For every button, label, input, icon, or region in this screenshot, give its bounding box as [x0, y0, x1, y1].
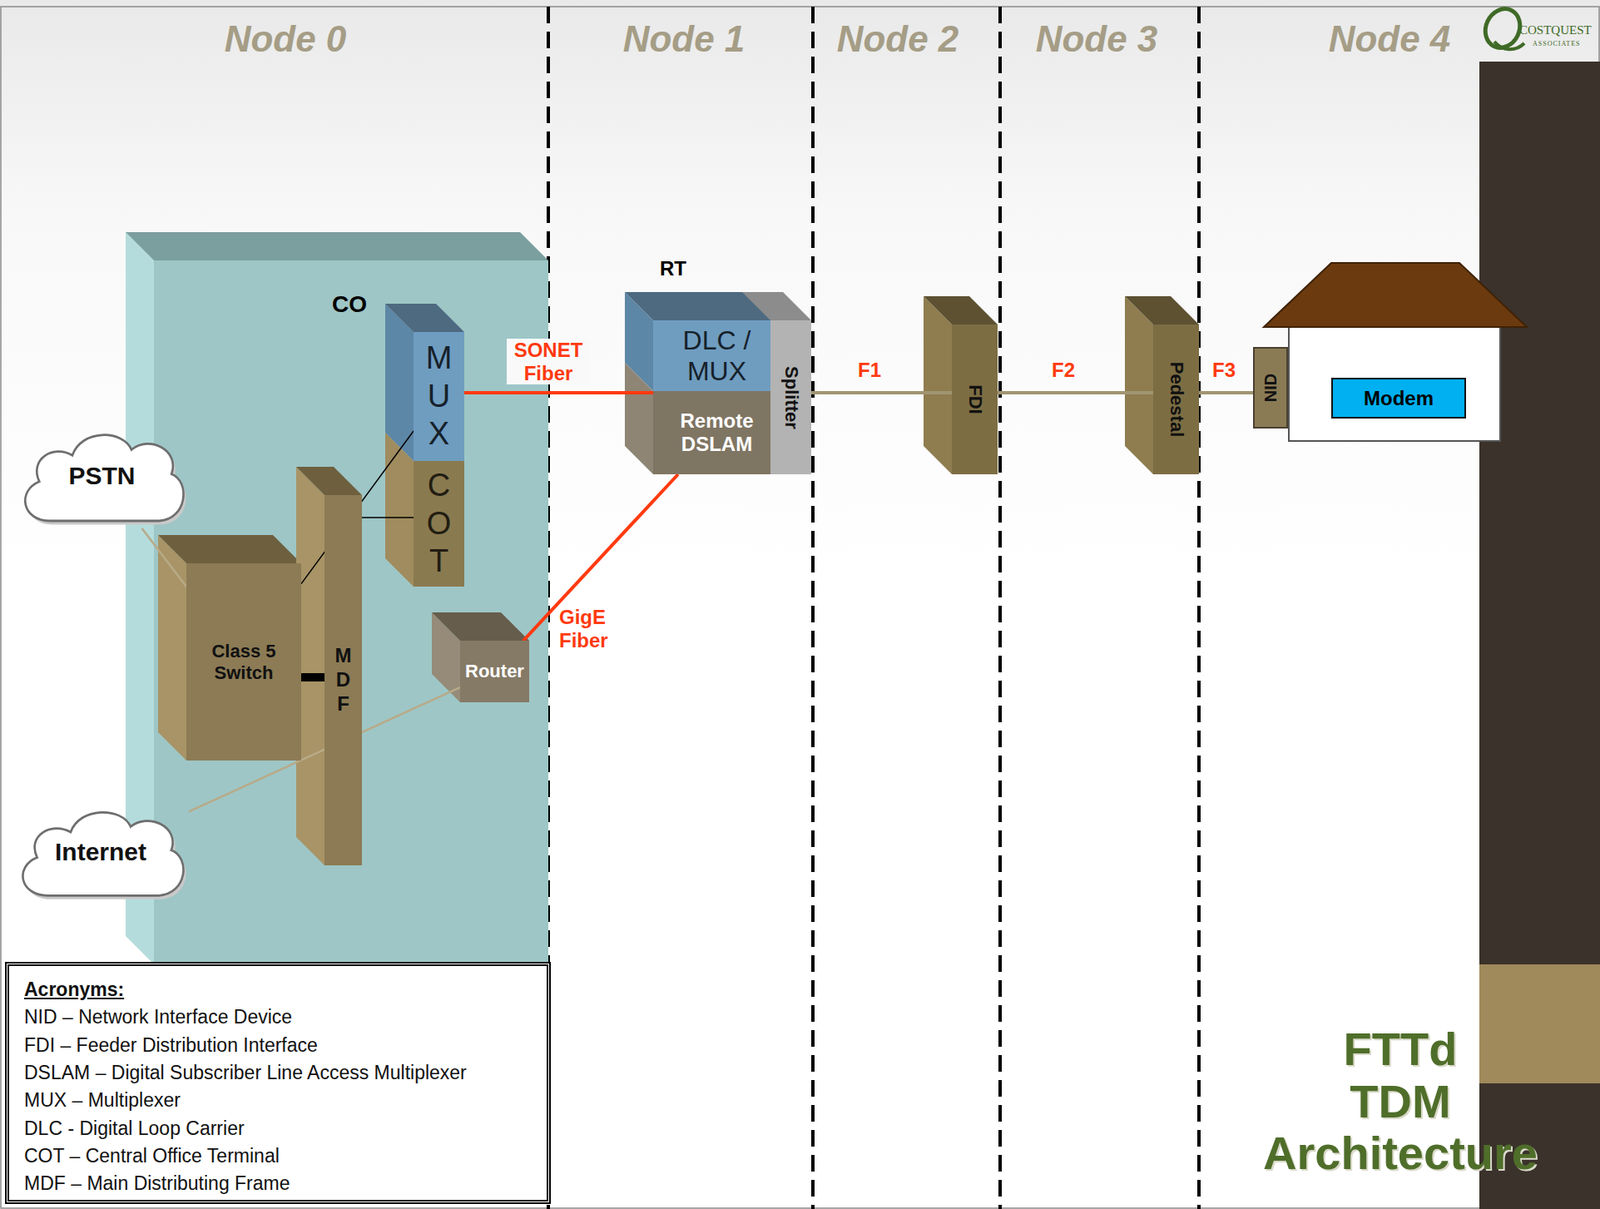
node-text: RT — [659, 257, 687, 281]
connector — [811, 391, 952, 395]
node-text: MUX — [423, 339, 456, 454]
column-heading: Node 3 — [1035, 18, 1159, 60]
box-top-face — [158, 534, 302, 564]
connector-label: F2 — [1046, 358, 1080, 382]
connector-label: F1 — [852, 358, 887, 382]
cloud-node: PSTN — [14, 423, 189, 529]
column-heading: Node 0 — [224, 18, 347, 60]
legend-heading: Acronyms: — [24, 975, 532, 1004]
divider-line — [998, 6, 1002, 1209]
connector — [142, 528, 187, 587]
side-bar-accent — [1479, 964, 1600, 1084]
house-wall — [1288, 326, 1501, 441]
logo-q — [1479, 3, 1527, 54]
equipment-box: MUX — [413, 331, 465, 461]
node-text: Modem — [1363, 386, 1434, 411]
box-top-face — [125, 232, 549, 261]
divider-line — [1197, 6, 1201, 1209]
node-text: COT — [423, 466, 456, 581]
box-side-face — [385, 432, 414, 587]
node-text: Router — [465, 660, 525, 682]
site-region: CO Class 5 Switch MDF MUX COT Router — [153, 260, 549, 965]
logo-text: ASSOCIATES — [1532, 39, 1581, 48]
box-top-face — [923, 296, 998, 325]
node-text: DLC / MUX — [653, 325, 781, 387]
acronym-line: DLC - Digital Loop Carrier — [24, 1114, 532, 1143]
house — [1263, 262, 1527, 441]
box-top-face — [385, 303, 465, 332]
site-region: RTDLC / MUXRemote DSLAMSplitter — [653, 320, 812, 475]
region-front — [153, 260, 549, 965]
cloud-outline — [22, 812, 184, 896]
acronym-box: Acronyms:NID – Network Interface DeviceF… — [4, 961, 551, 1204]
box-side-face — [1124, 296, 1154, 475]
equipment-box: Splitter — [770, 320, 812, 475]
node-text: FDI — [964, 384, 986, 414]
equipment-box: Router — [460, 640, 530, 703]
box-top-face — [742, 292, 812, 321]
connector — [464, 391, 654, 395]
equipment-box: Pedestal — [1153, 324, 1199, 475]
acronym-line: COT – Central Office Terminal — [24, 1142, 532, 1170]
connector — [1198, 391, 1254, 395]
node-text: Internet — [54, 837, 147, 867]
equipment-box: Class 5 Switch — [186, 563, 302, 761]
equipment-box: DLC / MUX — [653, 320, 781, 392]
box-side-face — [624, 362, 654, 475]
node-text: CO — [331, 291, 367, 318]
connector-label: SONET Fiber — [506, 338, 590, 385]
equipment-box: COT — [413, 460, 465, 587]
acronym-line: MDF – Main Distributing Frame — [24, 1169, 532, 1198]
column-heading: Node 4 — [1328, 18, 1452, 60]
divider-line — [811, 6, 815, 1209]
node-text: Remote DSLAM — [653, 409, 781, 456]
cloud-node: Internet — [12, 801, 189, 903]
connector — [361, 516, 414, 519]
node-dividers — [548, 6, 1199, 1209]
connector-label: F3 — [1207, 358, 1241, 382]
diagram-title: FTTd TDM Architecture — [1217, 1023, 1584, 1180]
equipment-box: Remote DSLAM — [653, 391, 781, 475]
connector — [301, 673, 325, 682]
box-side-face — [923, 296, 952, 475]
column-heading: Node 2 — [837, 18, 960, 60]
box-top-face — [296, 466, 362, 496]
house-roof — [1263, 262, 1527, 327]
node-text: MDF — [333, 643, 354, 716]
side-bar — [1479, 61, 1600, 1209]
acronym-line: NID – Network Interface Device — [24, 1003, 532, 1031]
box-top-face — [431, 612, 530, 641]
equipment-box: MDF — [324, 495, 362, 866]
logo-mark — [1479, 3, 1527, 54]
logo-text: COSTQUEST — [1519, 23, 1592, 38]
connector-label: GigE Fiber — [559, 605, 635, 652]
node-text: Pedestal — [1165, 361, 1187, 438]
equipment-box: FDI — [951, 324, 998, 475]
box-top-face — [1124, 296, 1199, 325]
column-heading: Node 1 — [623, 18, 746, 60]
equipment-box: Modem — [1331, 377, 1467, 419]
connector — [997, 391, 1154, 395]
cloud-outline — [24, 435, 184, 521]
page-frame — [0, 6, 1600, 1209]
node-text: Class 5 Switch — [186, 640, 302, 684]
logo-q-tail — [1494, 41, 1525, 50]
acronym-line: DSLAM – Digital Subscriber Line Access M… — [24, 1059, 532, 1087]
acronym-line: MUX – Multiplexer — [24, 1086, 532, 1115]
node-text: NID — [1261, 373, 1281, 402]
node-text: Splitter — [780, 366, 802, 430]
equipment-box: NID — [1253, 346, 1288, 429]
node-text: PSTN — [68, 461, 135, 491]
acronym-line: FDI – Feeder Distribution Interface — [24, 1031, 532, 1060]
